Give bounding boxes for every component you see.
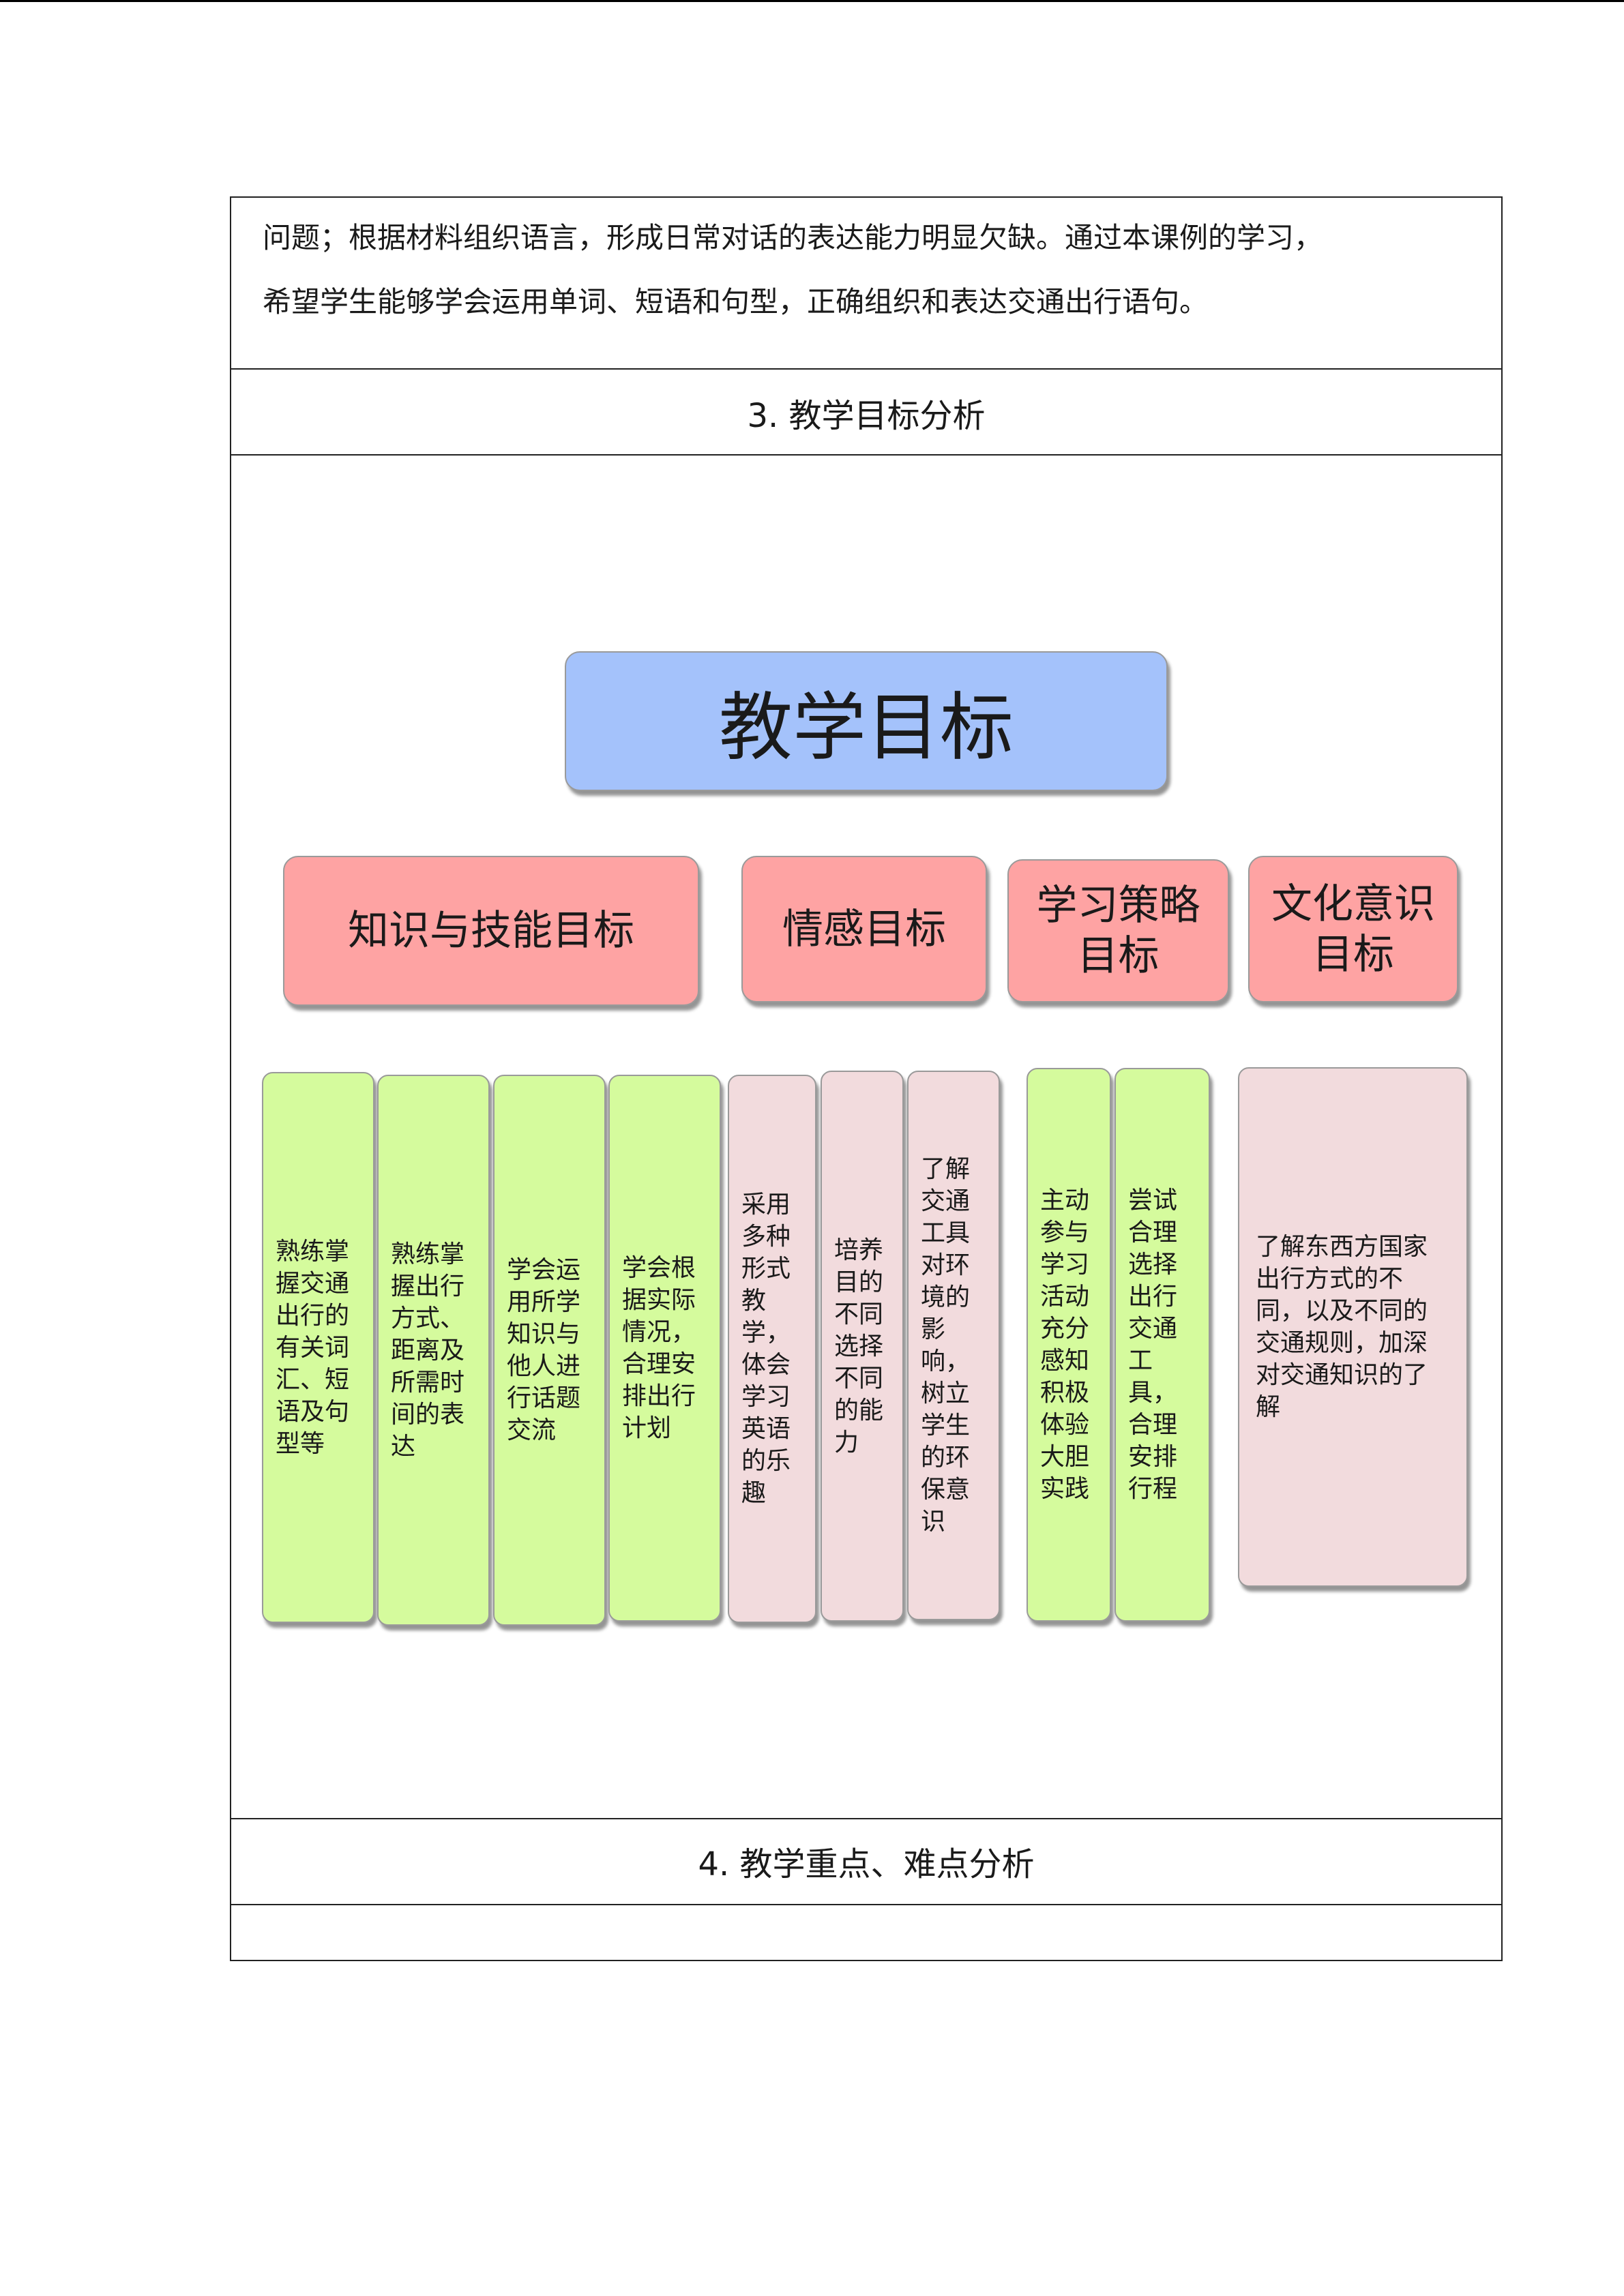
detail-text: 尝试合理选择出行交通工具， 合理安排行程 xyxy=(1128,1187,1178,1503)
category-label-line-1: 文化意识 xyxy=(1271,880,1435,928)
detail-strategy-2: 尝试合理选择出行交通工具， 合理安排行程 xyxy=(1114,1068,1210,1622)
detail-text: 了解东西方国家出行方式的不同，以及不同的交通规则，加深对交通知识的了解 xyxy=(1256,1233,1428,1421)
detail-text: 学会运用所学知识与他人进行话题交流 xyxy=(507,1256,581,1444)
category-knowledge-skills: 知识与技能目标 xyxy=(283,856,699,1006)
document-table: 问题；根据材料组织语言，形成日常对话的表达能力明显欠缺。通过本课例的学习， 希望… xyxy=(230,196,1503,1961)
category-label-line-2: 目标 xyxy=(1312,930,1394,979)
detail-emotion-1: 采用多种形式教学，体会学习英语的乐趣 xyxy=(728,1075,816,1623)
detail-emotion-2: 培养目的不同选择不同的能力 xyxy=(821,1071,904,1622)
detail-text: 了解交通工具对环境的影响，树立学生的环保意识 xyxy=(921,1155,971,1536)
category-label: 情感目标 xyxy=(782,905,946,953)
detail-text: 主动参与学习活动充分感知积极体验 大胆实践 xyxy=(1040,1187,1090,1503)
detail-text: 学会根据实际情况，合理安排出行计划 xyxy=(622,1254,696,1442)
detail-culture-1: 了解东西方国家出行方式的不同，以及不同的交通规则，加深对交通知识的了解 xyxy=(1238,1067,1468,1587)
section-3-title: 3. 教学目标分析 xyxy=(747,397,986,435)
detail-knowledge-1: 熟练掌握交通出行的有关词汇、短语及句型等 xyxy=(262,1072,374,1623)
diagram-root-label: 教学目标 xyxy=(718,685,1014,771)
detail-strategy-1: 主动参与学习活动充分感知积极体验 大胆实践 xyxy=(1027,1068,1111,1622)
category-label: 知识与技能目标 xyxy=(348,907,634,955)
row-divider xyxy=(231,1904,1501,1905)
detail-text: 熟练掌握交通出行的有关词汇、短语及句型等 xyxy=(276,1237,350,1458)
detail-knowledge-2: 熟练掌握出行方式、距离及所需时间的表达 xyxy=(377,1075,490,1626)
diagram-root-node: 教学目标 xyxy=(565,651,1168,791)
intro-line-1: 问题；根据材料组织语言，形成日常对话的表达能力明显欠缺。通过本课例的学习， xyxy=(263,221,1323,254)
category-label-line-1: 学习策略 xyxy=(1036,882,1200,929)
category-emotion: 情感目标 xyxy=(741,856,987,1002)
page-top-rule xyxy=(0,0,1624,2)
category-cultural-awareness: 文化意识 目标 xyxy=(1248,856,1458,1002)
detail-text: 熟练掌握出行方式、距离及所需时间的表达 xyxy=(391,1240,465,1461)
detail-text: 采用多种形式教学，体会学习英语的乐趣 xyxy=(741,1191,791,1507)
category-label-line-2: 目标 xyxy=(1077,932,1160,980)
detail-text: 培养目的不同选择不同的能力 xyxy=(834,1236,884,1457)
row-divider xyxy=(231,368,1501,370)
intro-line-2: 希望学生能够学会运用单词、短语和句型，正确组织和表达交通出行语句。 xyxy=(263,285,1209,318)
row-divider xyxy=(231,1818,1501,1819)
section-4-title: 4. 教学重点、难点分析 xyxy=(698,1845,1035,1883)
category-learning-strategy: 学习策略 目标 xyxy=(1007,859,1229,1002)
detail-knowledge-3: 学会运用所学知识与他人进行话题交流 xyxy=(493,1075,606,1626)
detail-emotion-3: 了解交通工具对环境的影响，树立学生的环保意识 xyxy=(907,1071,1000,1620)
row-divider xyxy=(231,454,1501,456)
detail-knowledge-4: 学会根据实际情况，合理安排出行计划 xyxy=(608,1075,721,1622)
intro-paragraph: 问题；根据材料组织语言，形成日常对话的表达能力明显欠缺。通过本课例的学习， 希望… xyxy=(263,206,1483,334)
